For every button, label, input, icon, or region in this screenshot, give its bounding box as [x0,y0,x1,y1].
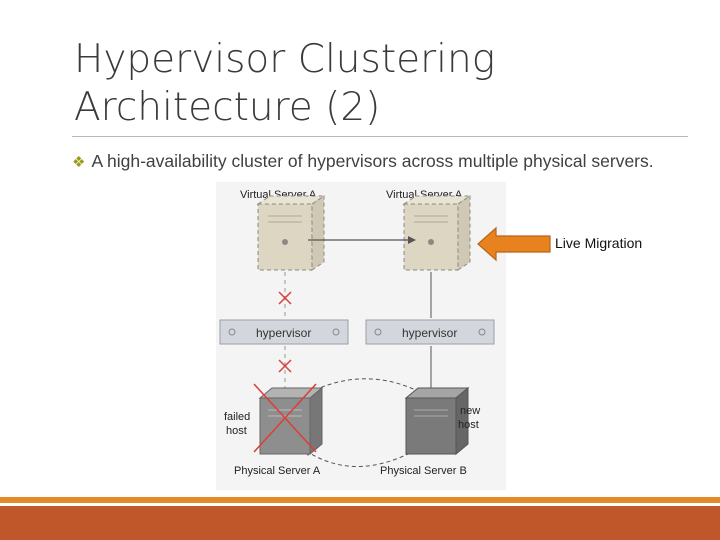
physical-server-right-label: Physical Server B [380,465,467,477]
hypervisor-right-label: hypervisor [402,326,457,340]
live-migration-label: Live Migration [555,235,643,251]
left-arrow-icon [477,226,551,262]
failed-host-label-line2: host [226,425,247,437]
physical-server-left-icon [258,386,324,456]
virtual-server-right-icon [402,195,472,271]
hypervisor-cluster-diagram: Virtual Server A Virtual Server A hyperv… [216,182,506,490]
title-divider [72,136,688,137]
footer-accent-bar [0,497,720,503]
bullet-text: A high-availability cluster of hyperviso… [91,151,654,171]
failed-host-label-line1: failed [224,411,250,423]
virtual-server-left-icon [256,195,326,271]
diamond-bullet-icon: ❖ [72,154,86,171]
slide-title: Hypervisor Clustering Architecture (2) [74,36,674,132]
new-host-label-line2: host [458,419,479,431]
physical-server-right-icon [404,386,470,456]
footer-bar [0,506,720,540]
slide-title-line1: Hypervisor Clustering [74,37,496,82]
failover-curve-bottom [307,449,417,467]
hypervisor-left-bar: hypervisor [219,319,349,345]
new-host-label-line1: new [460,405,480,417]
hypervisor-left-label: hypervisor [256,326,311,340]
failure-x-icon-upper [278,291,292,305]
hypervisor-right-bar: hypervisor [365,319,495,345]
bullet-item: ❖ A high-availability cluster of hypervis… [72,150,662,174]
physical-server-left-label: Physical Server A [234,465,321,477]
slide-title-line2: Architecture (2) [74,85,381,130]
failed-host-x-icon [253,383,317,453]
failure-x-icon-lower [278,359,292,373]
migration-arrowhead-icon [408,236,416,244]
